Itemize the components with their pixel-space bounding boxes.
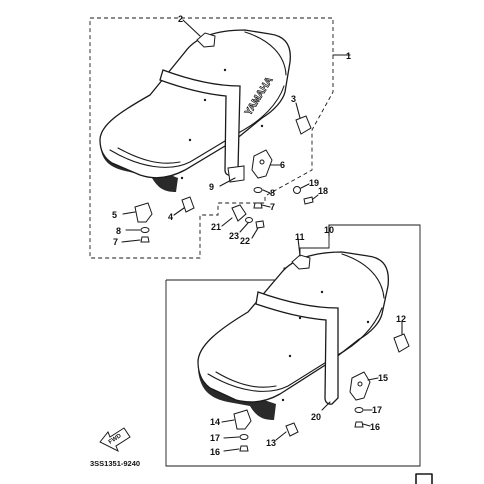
- leader-7: [261, 204, 271, 208]
- callout-2: 2: [178, 14, 183, 24]
- part-22-bolt: [255, 220, 265, 229]
- callout-19: 19: [309, 178, 319, 188]
- part-13-bracket: [285, 422, 299, 437]
- upper-seat-base-line: [117, 147, 181, 164]
- leader-4: [173, 207, 185, 216]
- callout-15: 15: [378, 373, 388, 383]
- callout-18: 18: [318, 186, 328, 196]
- part-3-bracket: [295, 115, 312, 135]
- leader-17-left: [223, 436, 240, 439]
- leader-8: [262, 189, 271, 194]
- upper-strap-end-plate: [227, 165, 245, 183]
- part-6-hole: [259, 159, 265, 165]
- rivet: [320, 290, 324, 294]
- leader-3: [295, 102, 301, 119]
- leader-11: [297, 237, 301, 257]
- part-14-bracket: [233, 409, 252, 430]
- part-21-bracket: [231, 204, 247, 222]
- callout-13: 13: [266, 438, 276, 448]
- callout-8-left: 8: [116, 226, 121, 236]
- rivet: [180, 176, 184, 180]
- leader-7-left: [121, 239, 141, 243]
- leader-21: [221, 217, 233, 227]
- drawing-code: 3SS1351-9240: [90, 459, 140, 468]
- callout-7: 7: [270, 202, 275, 212]
- part-16-bolt-right: [354, 421, 364, 428]
- callout-21: 21: [211, 222, 221, 232]
- part-8-washer: [253, 187, 263, 193]
- leader-13: [275, 431, 287, 441]
- lower-seat-contour: [207, 307, 383, 392]
- upper-seat-assembly: YAMAHA: [89, 14, 351, 259]
- callout-16-left: 16: [210, 447, 220, 457]
- part-8-washer-left: [140, 227, 150, 233]
- part-5-bracket: [134, 202, 153, 223]
- rivet: [281, 398, 285, 402]
- leader-16-left: [223, 448, 240, 452]
- fwd-indicator: FWD: [99, 427, 131, 453]
- callout-20: 20: [311, 412, 321, 422]
- callout-12: 12: [396, 314, 406, 324]
- corner-mark: [415, 473, 433, 484]
- leader-14: [221, 419, 235, 423]
- leader-18: [312, 194, 319, 200]
- callout-10: 10: [324, 225, 334, 235]
- part-7-bolt-left: [140, 236, 150, 243]
- rivet: [288, 354, 292, 358]
- rivet: [188, 138, 192, 142]
- part-17-washer-left: [239, 434, 249, 440]
- leader-15: [367, 377, 379, 381]
- part-16-bolt-left: [239, 445, 249, 452]
- leader-19: [300, 183, 310, 189]
- callout-17-right: 17: [372, 405, 382, 415]
- part-18-screw: [303, 196, 314, 205]
- part-11-hook: [291, 254, 311, 270]
- rivet: [366, 320, 370, 324]
- rivet: [298, 316, 302, 320]
- callout-8: 8: [270, 188, 275, 198]
- upper-group-boundary: [89, 17, 334, 259]
- callout-7-left: 7: [113, 237, 118, 247]
- rivet: [203, 98, 207, 102]
- leader-16-right: [362, 423, 371, 427]
- leader-5: [122, 211, 136, 215]
- lower-seat-base-line: [215, 371, 277, 388]
- fwd-arrow-icon: [99, 427, 131, 453]
- callout-9: 9: [209, 182, 214, 192]
- callout-17-left: 17: [210, 433, 220, 443]
- part-7-bolt: [253, 202, 263, 209]
- leader-20: [321, 401, 331, 411]
- leader-2: [182, 19, 201, 37]
- callout-3: 3: [291, 94, 296, 104]
- part-23-washer: [245, 217, 253, 223]
- upper-seat-rear-edge: [244, 31, 287, 76]
- callout-23: 23: [229, 231, 239, 241]
- callout-6: 6: [280, 160, 285, 170]
- lower-seat-strap: [255, 291, 339, 405]
- part-17-washer-right: [354, 407, 364, 413]
- part-19-nut: [293, 186, 301, 194]
- rivet: [260, 124, 264, 128]
- callout-16-right: 16: [370, 422, 380, 432]
- callout-14: 14: [210, 417, 220, 427]
- callout-11: 11: [295, 232, 305, 242]
- lower-seat-rear-edge: [341, 253, 385, 299]
- leader-9: [219, 177, 236, 187]
- lower-seat-assembly: 10 11 12 15 17 16 20 14 17 16 13: [165, 224, 421, 467]
- callout-4: 4: [168, 212, 173, 222]
- part-4-bracket: [181, 196, 195, 213]
- part-2-hook: [196, 32, 216, 48]
- leader-23: [239, 222, 249, 233]
- upper-seat-contour: [109, 85, 285, 168]
- part-15-hole: [357, 381, 363, 387]
- rivet: [223, 68, 227, 72]
- part-12-bracket: [393, 333, 410, 353]
- callout-22: 22: [240, 236, 250, 246]
- callout-1: 1: [346, 51, 351, 61]
- callout-5: 5: [112, 210, 117, 220]
- leader-22: [251, 227, 259, 239]
- upper-seat-strap: [159, 69, 241, 176]
